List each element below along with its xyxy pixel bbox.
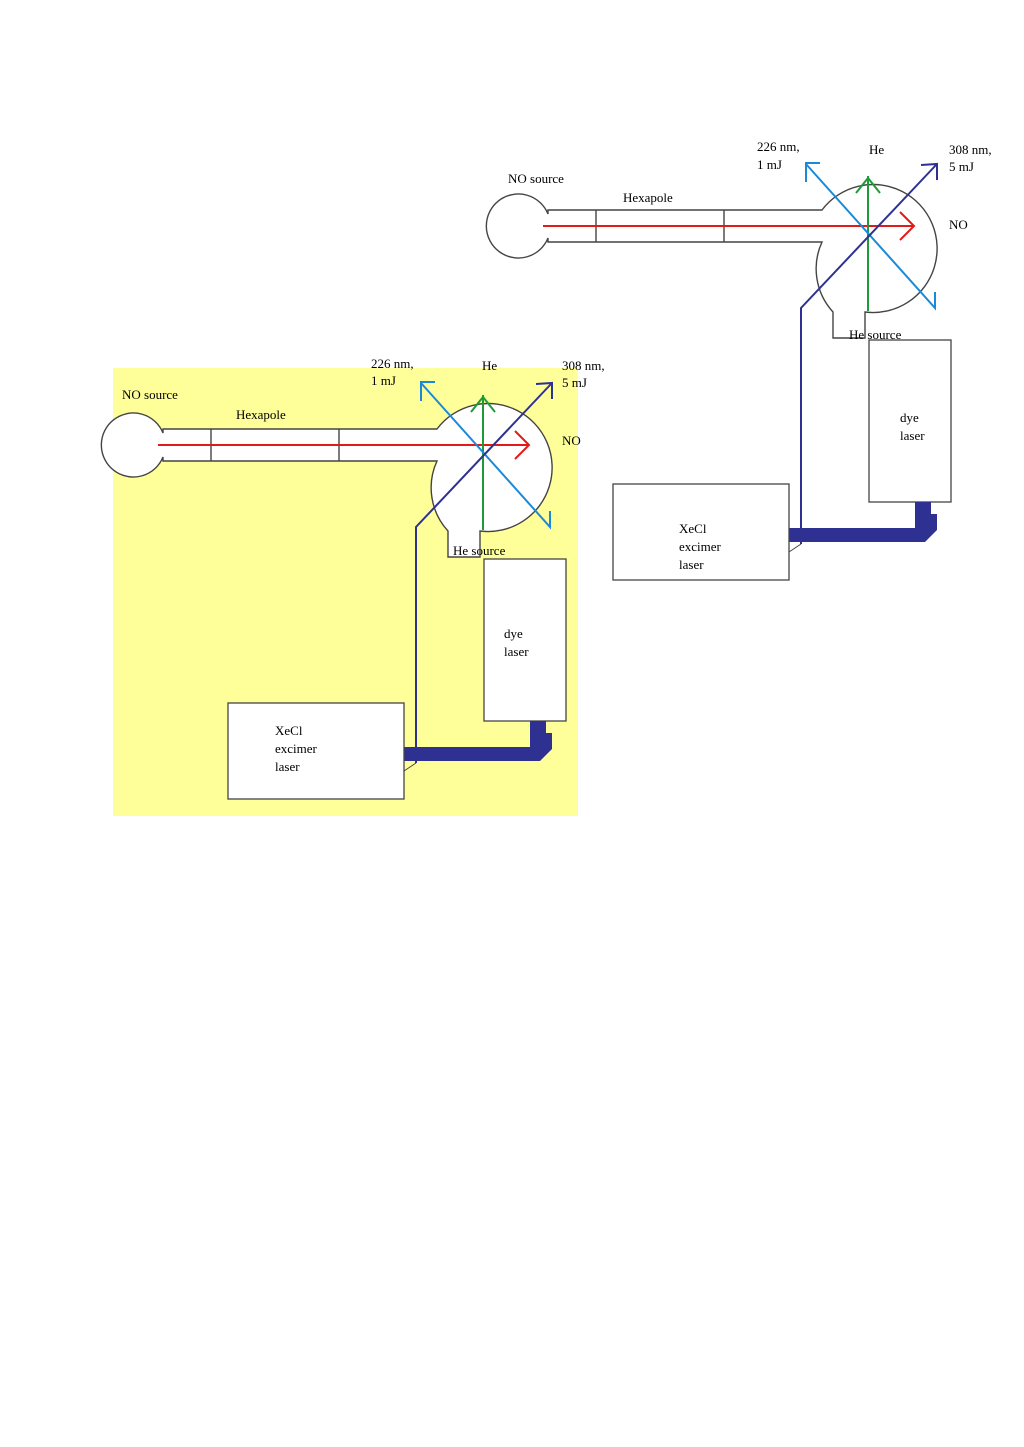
- dye-laser-label-line2: laser: [504, 644, 529, 659]
- he-label: He: [482, 358, 497, 373]
- labels-main: NO source Hexapole 226 nm, 1 mJ He 308 n…: [508, 139, 992, 572]
- dye-laser-label-line1: dye: [504, 626, 523, 641]
- no-label: NO: [949, 217, 968, 232]
- laser-226-label-line1: 226 nm,: [757, 139, 800, 154]
- xecl-label-line3: laser: [679, 557, 704, 572]
- dye-laser-label-line2: laser: [900, 428, 925, 443]
- no-source-label: NO source: [508, 171, 564, 186]
- laser-226-label-line2: 1 mJ: [371, 373, 396, 388]
- he-source-label: He source: [849, 327, 902, 342]
- xecl-label-line2: excimer: [679, 539, 722, 554]
- he-source-label: He source: [453, 543, 506, 558]
- laser-308-label-line1: 308 nm,: [562, 358, 605, 373]
- xecl-label-line2: excimer: [275, 741, 318, 756]
- xecl-label-line1: XeCl: [275, 723, 303, 738]
- xecl-label-line3: laser: [275, 759, 300, 774]
- xecl-label-line1: XeCl: [679, 521, 707, 536]
- dye-laser-label-line1: dye: [900, 410, 919, 425]
- he-label: He: [869, 142, 884, 157]
- labels-inset: NO source Hexapole 226 nm, 1 mJ He 308 n…: [122, 356, 605, 774]
- hexapole-label: Hexapole: [623, 190, 673, 205]
- no-label: NO: [562, 433, 581, 448]
- laser-226-label-line1: 226 nm,: [371, 356, 414, 371]
- laser-226-label-line2: 1 mJ: [757, 157, 782, 172]
- no-source-label: NO source: [122, 387, 178, 402]
- laser-308-label-line2: 5 mJ: [949, 159, 974, 174]
- laser-308-label-line1: 308 nm,: [949, 142, 992, 157]
- laser-308-label-line2: 5 mJ: [562, 375, 587, 390]
- hexapole-label: Hexapole: [236, 407, 286, 422]
